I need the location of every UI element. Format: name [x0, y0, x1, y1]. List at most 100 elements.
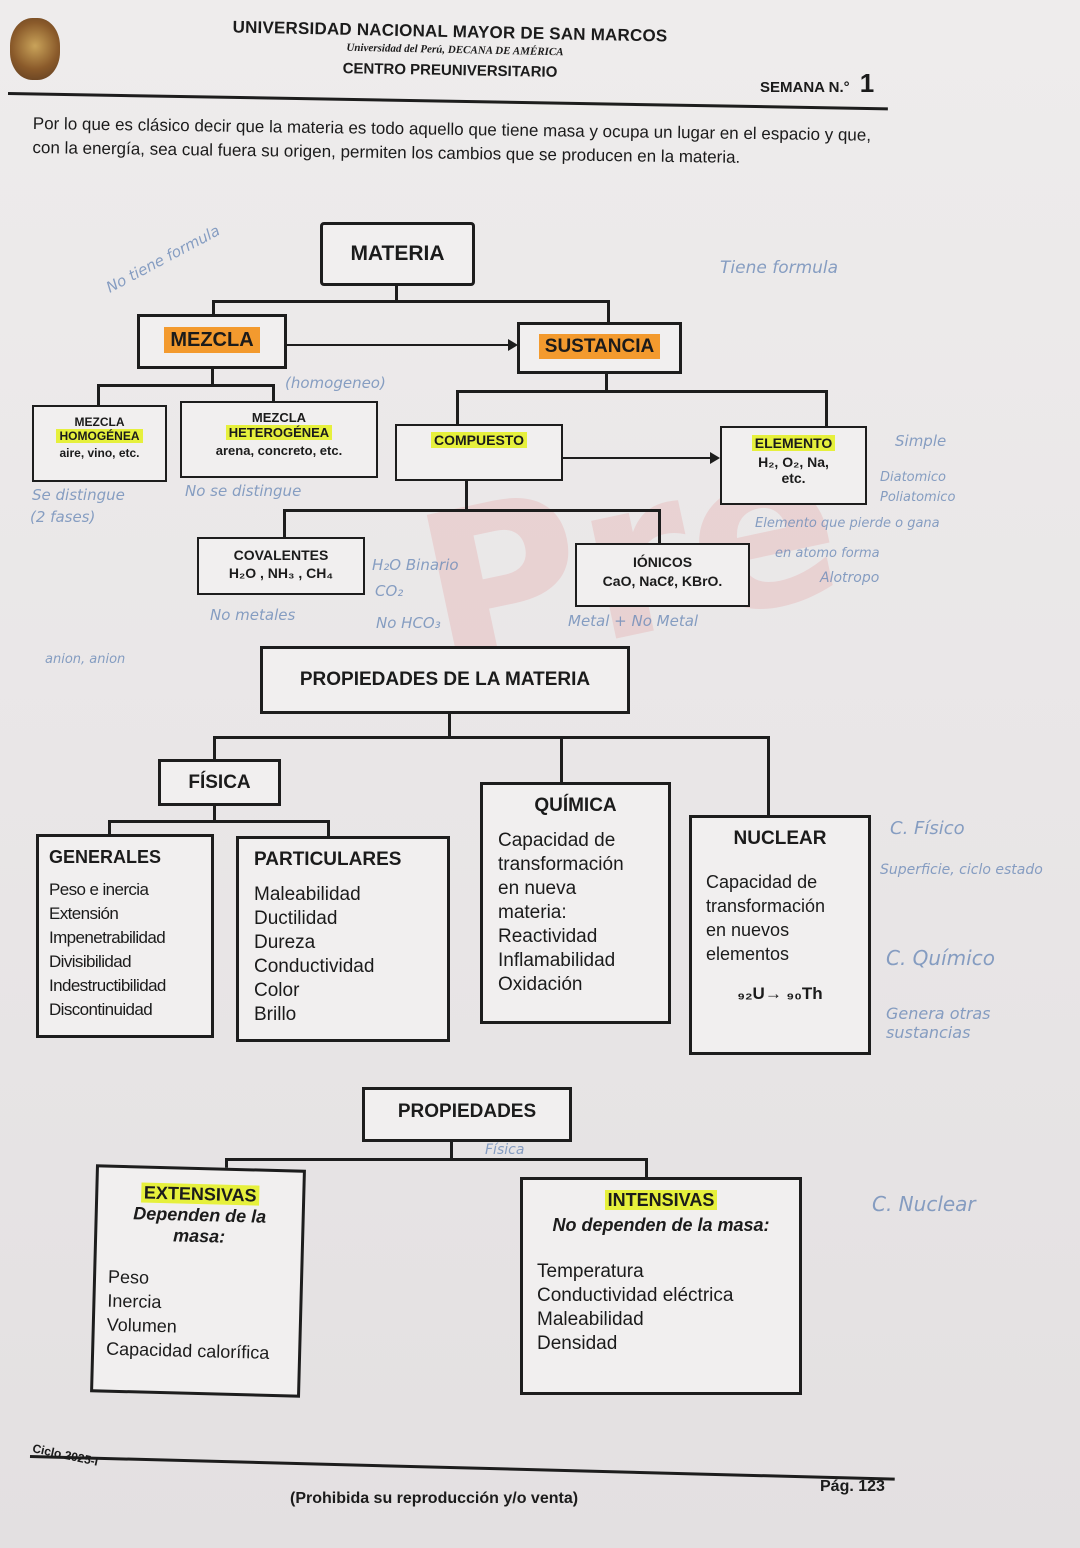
connector	[272, 384, 275, 402]
elemento-examples: H₂, O₂, Na,	[758, 454, 829, 470]
particulares-title: PARTICULARES	[254, 849, 402, 870]
mezcla-homogenea-title2: HOMOGÉNEA	[56, 429, 143, 443]
note-superficie: Superficie, ciclo estado	[880, 862, 1043, 878]
note-tiene-formula: Tiene formula	[720, 258, 839, 278]
covalentes-title: COVALENTES	[233, 547, 329, 563]
connector	[212, 300, 215, 316]
note-poliatomico: Poliatomico	[880, 490, 956, 505]
footer-notice: (Prohibida su reproducción y/o venta)	[290, 1490, 579, 1507]
note-binario: H₂O Binario	[372, 556, 459, 574]
mezcla-to-sustancia-arrow	[287, 344, 512, 346]
note-anion: anion, anion	[45, 652, 126, 667]
fisica-box: FÍSICA	[158, 759, 281, 806]
intensivas-subtitle: No dependen de la masa:	[552, 1215, 770, 1235]
note-diatomico: Diatomico	[880, 470, 947, 485]
nuclear-title: NUCLEAR	[733, 828, 827, 849]
note-metal-no-metal: Metal + No Metal	[568, 612, 699, 630]
connector	[767, 736, 770, 816]
propiedades-materia-box: PROPIEDADES DE LA MATERIA	[260, 646, 630, 714]
propiedades-title: PROPIEDADES	[397, 1101, 537, 1122]
list-item: Discontinuidad	[49, 1000, 153, 1019]
covalentes-box: COVALENTES H₂O , NH₃ , CH₄	[197, 537, 365, 595]
note-c-quimico: C. Químico	[886, 946, 995, 970]
note-no-metales: No metales	[210, 606, 296, 624]
connector	[283, 509, 286, 537]
generales-title: GENERALES	[49, 847, 162, 867]
connector	[560, 736, 563, 784]
list-item: Oxidación	[498, 974, 583, 995]
connector	[213, 806, 216, 822]
connector	[212, 300, 610, 303]
note-alotropo: Alotropo	[820, 570, 880, 586]
connector	[225, 1158, 648, 1161]
footer-rule	[29, 1455, 895, 1481]
connector	[448, 714, 451, 738]
list-item: Maleabilidad	[537, 1309, 644, 1330]
list-item: Temperatura	[537, 1261, 644, 1282]
week-label-text: SEMANA N.°	[760, 79, 850, 96]
list-item: Densidad	[537, 1333, 618, 1354]
note-c-nuclear: C. Nuclear	[872, 1192, 976, 1216]
footer-page: Pág. 123	[820, 1478, 885, 1495]
mezcla-heterogenea-title1: MEZCLA	[251, 410, 307, 425]
connector	[456, 390, 828, 393]
list-item: Inflamabilidad	[498, 950, 616, 971]
list-item: materia:	[498, 902, 567, 923]
note-hco3: No HCO₃	[376, 614, 441, 632]
center-name: CENTRO PREUNIVERSITARIO	[342, 60, 558, 81]
sustancia-box: SUSTANCIA	[517, 322, 682, 374]
connector	[327, 820, 330, 838]
connector	[450, 1142, 453, 1160]
connector	[213, 736, 216, 760]
list-item: elementos	[706, 944, 790, 964]
mezcla-heterogenea-examples: arena, concreto, etc.	[215, 443, 343, 458]
university-seal	[10, 18, 60, 80]
list-item: transformación	[706, 896, 826, 916]
list-item: Capacidad calorífica	[105, 1338, 270, 1363]
note-fisica: Física	[485, 1142, 525, 1158]
footer-cycle: Ciclo 2025-I	[31, 1441, 100, 1469]
quimica-title: QUÍMICA	[534, 795, 617, 816]
mezcla-label: MEZCLA	[164, 327, 260, 353]
elemento-label: ELEMENTO	[751, 435, 836, 451]
mezcla-heterogenea-title2: HETEROGÉNEA	[225, 425, 333, 440]
week-label: SEMANA N.° 1	[760, 68, 874, 99]
arrow-head-icon	[508, 339, 518, 351]
list-item: Brillo	[254, 1004, 297, 1025]
list-item: transformación	[498, 854, 624, 875]
extensivas-subtitle-2: masa:	[172, 1225, 226, 1247]
elemento-etc: etc.	[781, 470, 806, 486]
list-item: Conductividad	[254, 956, 375, 977]
mezcla-box: MEZCLA	[137, 314, 287, 369]
connector	[97, 384, 275, 387]
ionicos-box: IÓNICOS CaO, NaCℓ, KBrO.	[575, 543, 750, 607]
propiedades-box: PROPIEDADES	[362, 1087, 572, 1142]
note-co2: CO₂	[375, 582, 404, 600]
note-se-distingue: Se distingue	[32, 486, 125, 504]
connector	[465, 481, 468, 511]
intro-paragraph: Por lo que es clásico decir que la mater…	[32, 113, 872, 167]
elemento-box: ELEMENTO H₂, O₂, Na, etc.	[720, 426, 867, 505]
list-item: Divisibilidad	[49, 952, 132, 971]
list-item: Peso e inercia	[49, 880, 149, 899]
connector	[825, 390, 828, 426]
intensivas-title: INTENSIVAS	[604, 1190, 718, 1210]
connector	[456, 390, 459, 424]
mezcla-homogenea-title1: MEZCLA	[74, 415, 125, 429]
list-item: Dureza	[254, 932, 316, 953]
note-genera-otras: Genera otras sustancias	[886, 1004, 991, 1042]
note-no-se-distingue: No se distingue	[185, 482, 302, 500]
fisica-label: FÍSICA	[188, 772, 251, 793]
connector	[658, 509, 661, 544]
connector	[108, 820, 111, 836]
list-item: Indestructibilidad	[49, 976, 166, 995]
